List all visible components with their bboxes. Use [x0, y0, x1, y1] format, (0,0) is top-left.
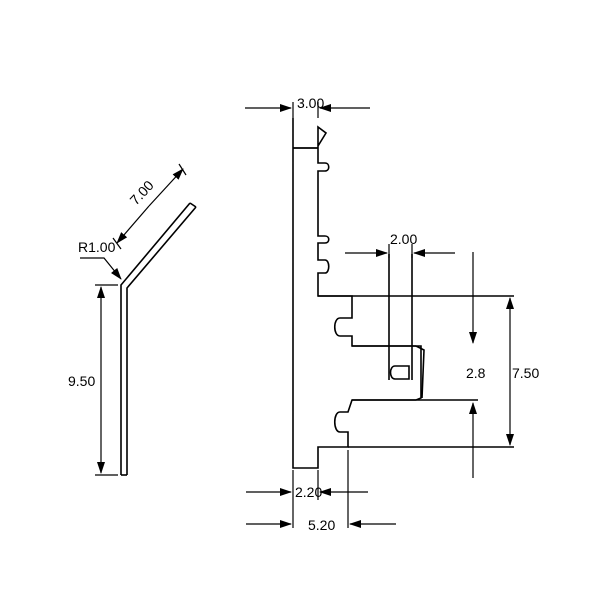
bottom-total-dimension: 5.20 [246, 517, 396, 533]
top-width-label: 3.00 [297, 95, 324, 111]
flange-length-dimension: 7.00 [112, 163, 187, 250]
inner-height-dimension: 2.8 [466, 252, 486, 478]
bottom-total-label: 5.20 [308, 517, 335, 533]
side-height-label: 9.50 [68, 373, 95, 389]
radius-callout: R1.00 [78, 239, 122, 280]
side-profile: 9.50 R1.00 7.00 [68, 163, 197, 476]
slot-width-label: 2.00 [390, 231, 417, 247]
center-slot [388, 254, 425, 399]
side-height-dimension: 9.50 [68, 284, 118, 476]
top-width-dimension: 3.00 [245, 95, 370, 118]
bottom-offset-label: 2.20 [295, 484, 322, 500]
flange-length-label: 7.00 [126, 177, 156, 208]
inner-height-label: 2.8 [466, 365, 486, 381]
front-profile [292, 118, 514, 528]
radius-label: R1.00 [78, 239, 116, 255]
outer-height-dimension: 7.50 [506, 297, 539, 446]
bottom-offset-dimension: 2.20 [246, 484, 368, 500]
outer-height-label: 7.50 [512, 365, 539, 381]
slot-width-dimension: 2.00 [345, 231, 455, 258]
